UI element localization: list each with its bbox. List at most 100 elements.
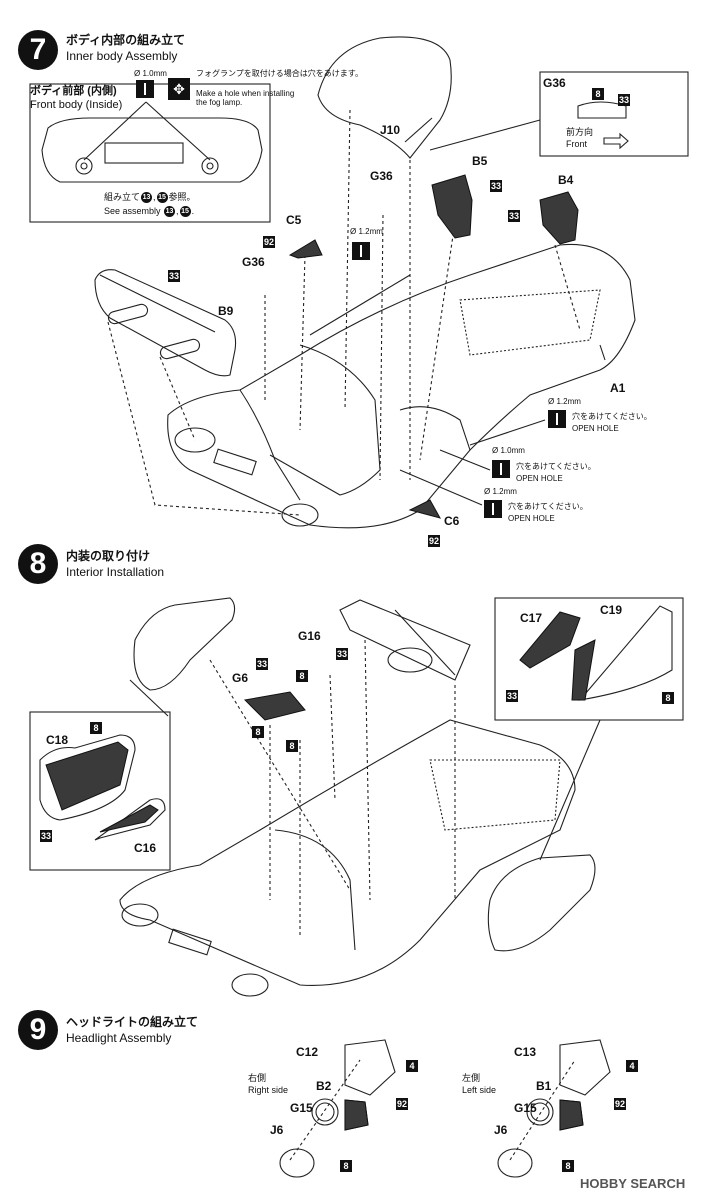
color-badge: 8 [662,692,674,704]
color-badge: 8 [562,1160,574,1172]
color-badge: 33 [506,690,519,702]
b9-part-shape [94,269,237,377]
color-badge: 92 [396,1098,409,1110]
color-badge: 33 [336,648,349,660]
part-label-c13: C13 [514,1045,537,1059]
hole-drill-size: Ø 1.2mm [484,487,517,496]
a1-body-shape [167,243,636,529]
drill-icon [548,410,566,428]
part-label-g6: G6 [232,671,249,685]
step9-number: 9 [18,1010,58,1050]
color-badge: 8 [296,670,308,682]
hole-note-en: OPEN HOLE [516,474,563,483]
part-label-b5: B5 [472,154,488,168]
part-label-g15-left: G15 [514,1101,537,1115]
c5-part-fill [288,239,323,259]
c17-c19-detail-box [494,597,684,721]
color-badge: 33 [490,180,503,192]
inset-note-jp: フォグランプを取付ける場合は穴をあけます。 [196,69,363,78]
step8-title-jp: 内装の取り付け [66,549,151,563]
part-label-j10: J10 [380,123,401,137]
part-label-b2: B2 [316,1079,332,1093]
color-badge: 92 [263,236,276,248]
color-badge: 4 [406,1060,418,1072]
part-label-c5: C5 [286,213,302,227]
front-direction-jp: 前方向 [566,127,594,137]
c18-c16-detail-box [29,711,171,871]
inset-title-jp: ボディ前部 (内側) [30,85,117,97]
color-badge: 4 [626,1060,638,1072]
part-label-c6: C6 [444,514,460,528]
move-arrows-icon: ✥ [168,78,190,100]
hole-note-jp: 穴をあけてください。 [516,462,596,471]
part-label-c16: C16 [134,841,157,855]
part-label-c19: C19 [600,603,623,617]
b5-part-fill [431,174,473,239]
b2-part-fill [344,1099,369,1131]
drill-icon [484,500,502,518]
c17-part-fill [519,611,581,669]
left-side-en: Left side [462,1085,497,1095]
step9-title-en: Headlight Assembly [66,1031,172,1045]
part-label-c18: C18 [46,733,69,747]
step8-number: 8 [18,544,58,584]
color-badge: 33 [508,210,521,222]
color-badge: 8 [592,88,604,100]
step7-number: 7 [18,30,58,70]
hole-drill-size: Ø 1.2mm [350,227,383,236]
b4-part-fill [539,191,579,245]
c19-part-fill [571,639,596,701]
part-label-b9: B9 [218,304,234,318]
part-label-b1: B1 [536,1079,552,1093]
step9-title-jp: ヘッドライトの組み立て [66,1015,199,1029]
drill-icon [352,242,370,260]
color-badge: 8 [252,726,264,738]
hole-note-en: OPEN HOLE [572,424,619,433]
color-badge: 33 [168,270,181,282]
color-badge: 92 [428,535,441,547]
step7-title-en: Inner body Assembly [66,49,178,63]
color-badge: 33 [40,830,53,842]
part-label-b4: B4 [558,173,574,187]
part-label-g16: G16 [298,629,321,643]
watermark-logo: HOBBY SEARCH [580,1176,686,1191]
color-badge: 92 [614,1098,627,1110]
part-label-g36: G36 [370,169,393,183]
b1-part-fill [559,1099,584,1131]
inset-ref-en: See assembly 13,15. [104,205,195,217]
part-label-a1: A1 [610,381,626,395]
right-side-jp: 右側 [248,1073,267,1083]
c16-part-fill [99,804,159,833]
g36-box-label: G36 [543,76,566,90]
j10-part-shape [317,36,452,159]
hole-note-en: OPEN HOLE [508,514,555,523]
part-label-g36-left: G36 [242,255,265,269]
color-badge: 33 [256,658,269,670]
g36-detail-box [539,71,689,157]
color-badge: 8 [340,1160,352,1172]
part-label-j6-right: J6 [270,1123,284,1137]
hole-note-jp: 穴をあけてください。 [508,502,588,511]
part-label-c17: C17 [520,611,543,625]
color-badge: 8 [90,722,102,734]
inset-note-en: Make a hole when installing the fog lamp… [196,89,295,107]
hole-drill-size: Ø 1.2mm [548,397,581,406]
part-label-j6-left: J6 [494,1123,508,1137]
inset-title-en: Front body (Inside) [30,99,123,111]
color-badge: 8 [286,740,298,752]
step8-body-shape [119,719,576,987]
left-side-jp: 左側 [462,1073,481,1083]
c18-part-fill [45,741,129,811]
color-badge: 33 [618,94,631,106]
g6-part-fill [243,691,306,721]
step8-title-en: Interior Installation [66,565,165,579]
drill-icon [136,80,154,98]
part-label-g15-right: G15 [290,1101,313,1115]
c6-part-fill [408,499,442,519]
front-body-shape [41,117,263,183]
right-side-en: Right side [248,1085,289,1095]
drill-icon [492,460,510,478]
